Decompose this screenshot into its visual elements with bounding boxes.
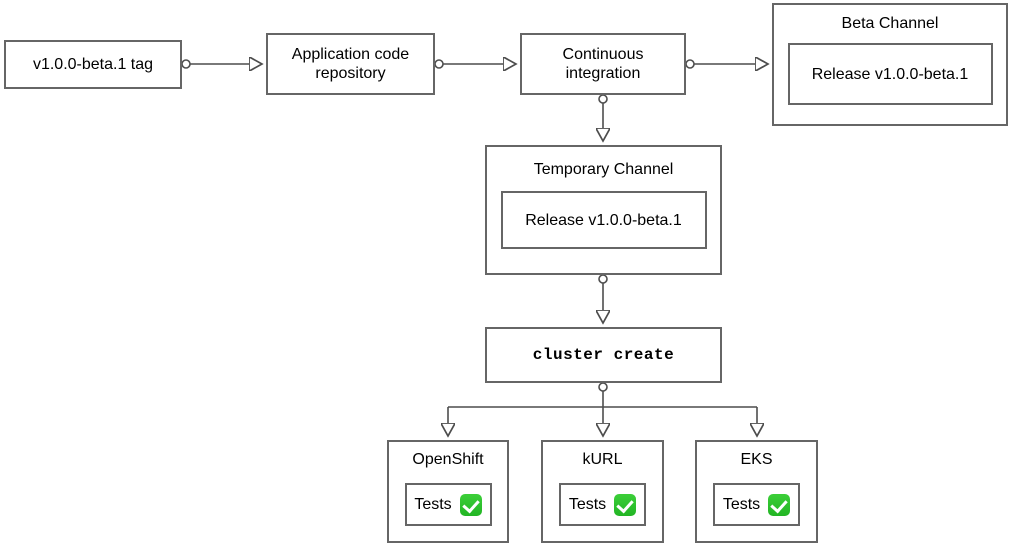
eks-tests-label: Tests <box>722 496 761 513</box>
temporary-channel-release-label: Release v1.0.0-beta.1 <box>525 211 682 229</box>
node-version-tag[interactable]: v1.0.0-beta.1 tag <box>4 40 182 89</box>
edge-repo-to-ci <box>434 60 516 68</box>
node-kurl[interactable]: kURL Tests <box>541 440 664 543</box>
temporary-channel-release-box[interactable]: Release v1.0.0-beta.1 <box>500 191 707 249</box>
node-application-code-repository-label: Application code repository <box>291 46 410 82</box>
green-check-icon <box>459 493 482 516</box>
edge-ci-to-temporary-channel <box>599 94 607 141</box>
node-cluster-create-command[interactable]: cluster create <box>485 327 722 383</box>
edge-temporary-channel-to-cluster-create <box>599 274 607 323</box>
kurl-tests-box[interactable]: Tests <box>559 483 646 526</box>
openshift-tests-box[interactable]: Tests <box>404 483 492 526</box>
eks-tests-box[interactable]: Tests <box>713 483 800 526</box>
openshift-tests-label: Tests <box>414 496 452 513</box>
edge-ci-to-beta-channel <box>685 60 768 68</box>
node-openshift-title: OpenShift <box>412 451 484 468</box>
node-kurl-title: kURL <box>582 451 623 468</box>
node-eks-title: EKS <box>740 451 773 468</box>
node-application-code-repository[interactable]: Application code repository <box>266 33 435 95</box>
green-check-icon <box>768 493 791 516</box>
node-temporary-channel-title: Temporary Channel <box>533 161 674 178</box>
node-beta-channel[interactable]: Beta Channel Release v1.0.0-beta.1 <box>772 3 1008 126</box>
beta-channel-release-box[interactable]: Release v1.0.0-beta.1 <box>787 43 993 105</box>
node-version-tag-label: v1.0.0-beta.1 tag <box>32 56 154 73</box>
node-temporary-channel[interactable]: Temporary Channel Release v1.0.0-beta.1 <box>485 145 722 275</box>
edge-tag-to-repo <box>181 60 262 68</box>
node-openshift[interactable]: OpenShift Tests <box>387 440 509 543</box>
kurl-tests-label: Tests <box>568 496 607 513</box>
node-continuous-integration[interactable]: Continuous integration <box>520 33 686 95</box>
node-beta-channel-title: Beta Channel <box>841 15 939 32</box>
beta-channel-release-label: Release v1.0.0-beta.1 <box>811 65 969 83</box>
node-eks[interactable]: EKS Tests <box>695 440 818 543</box>
node-continuous-integration-label: Continuous integration <box>562 46 644 82</box>
node-cluster-create-command-label: cluster create <box>532 345 675 364</box>
edge-cluster-create-branch <box>448 382 757 436</box>
green-check-icon <box>614 493 637 516</box>
